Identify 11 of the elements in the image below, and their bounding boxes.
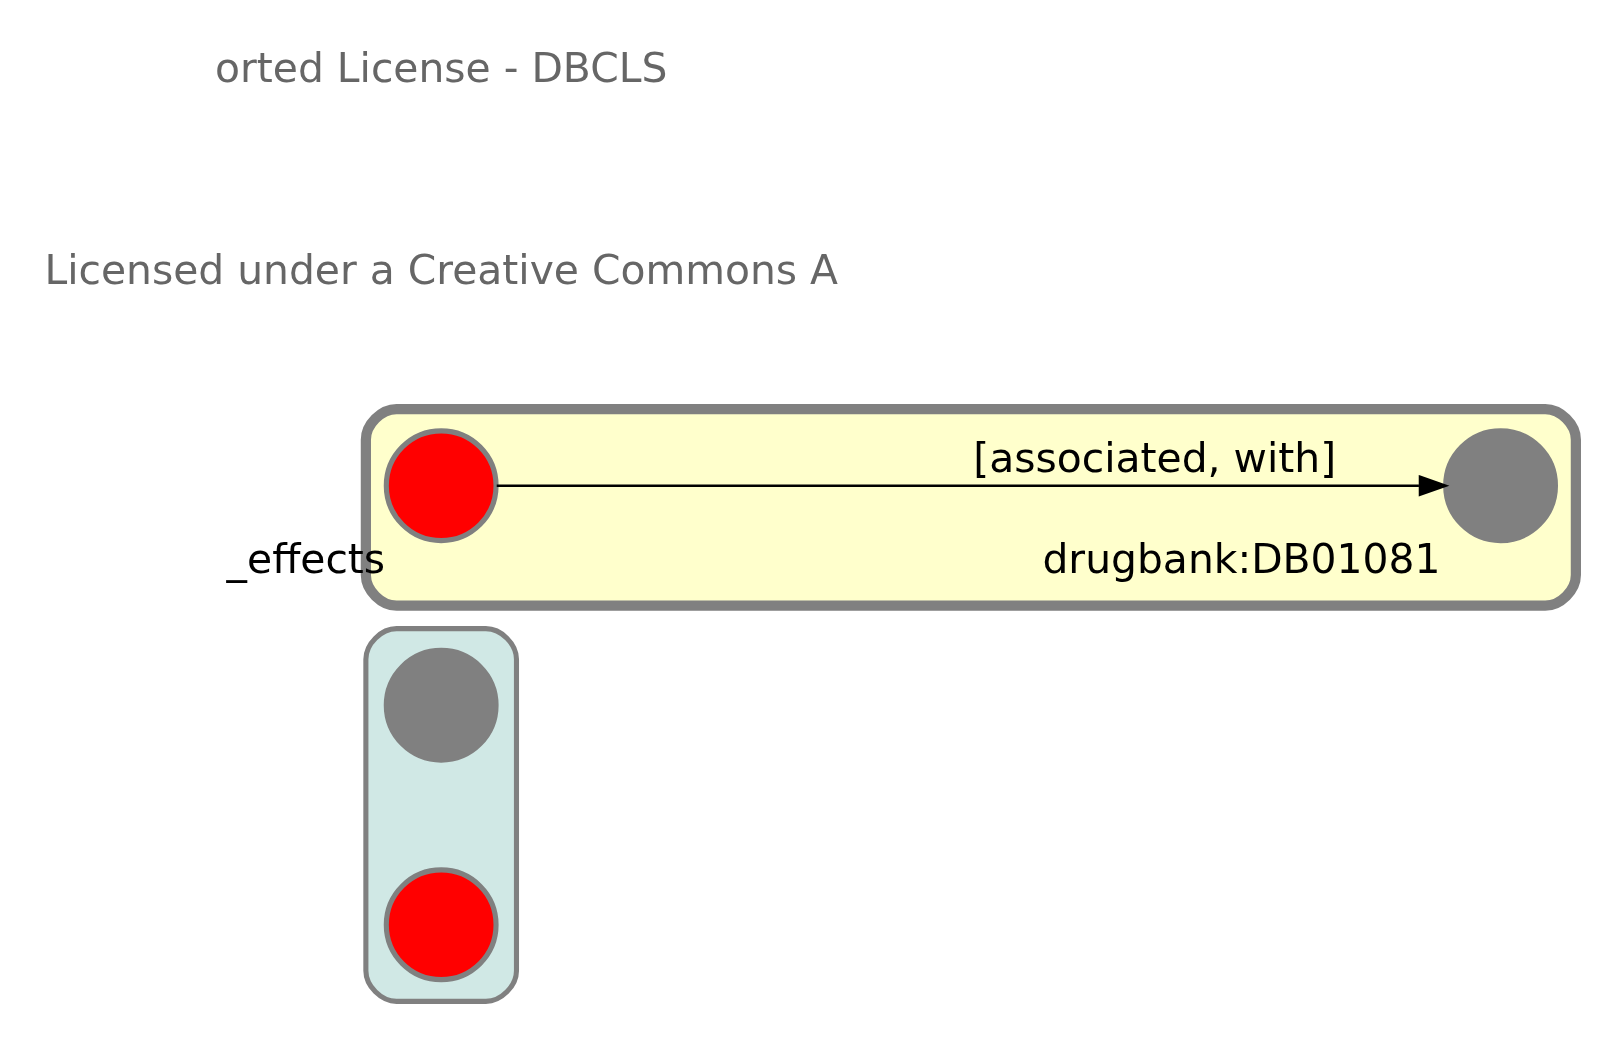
node-label: drugbank:DB01081 [1042,535,1441,584]
edge-label: [associated, with] [973,434,1337,483]
node-circle [383,647,499,763]
label: Licensed under a Creative Commons A [44,245,838,294]
node-circle [383,428,499,544]
node-circle [1443,428,1558,544]
arrow [496,474,1450,497]
cluster [363,626,520,1004]
node-circle [383,867,499,983]
node-label: _effects [226,535,386,584]
label: orted License - DBCLS [215,43,668,92]
